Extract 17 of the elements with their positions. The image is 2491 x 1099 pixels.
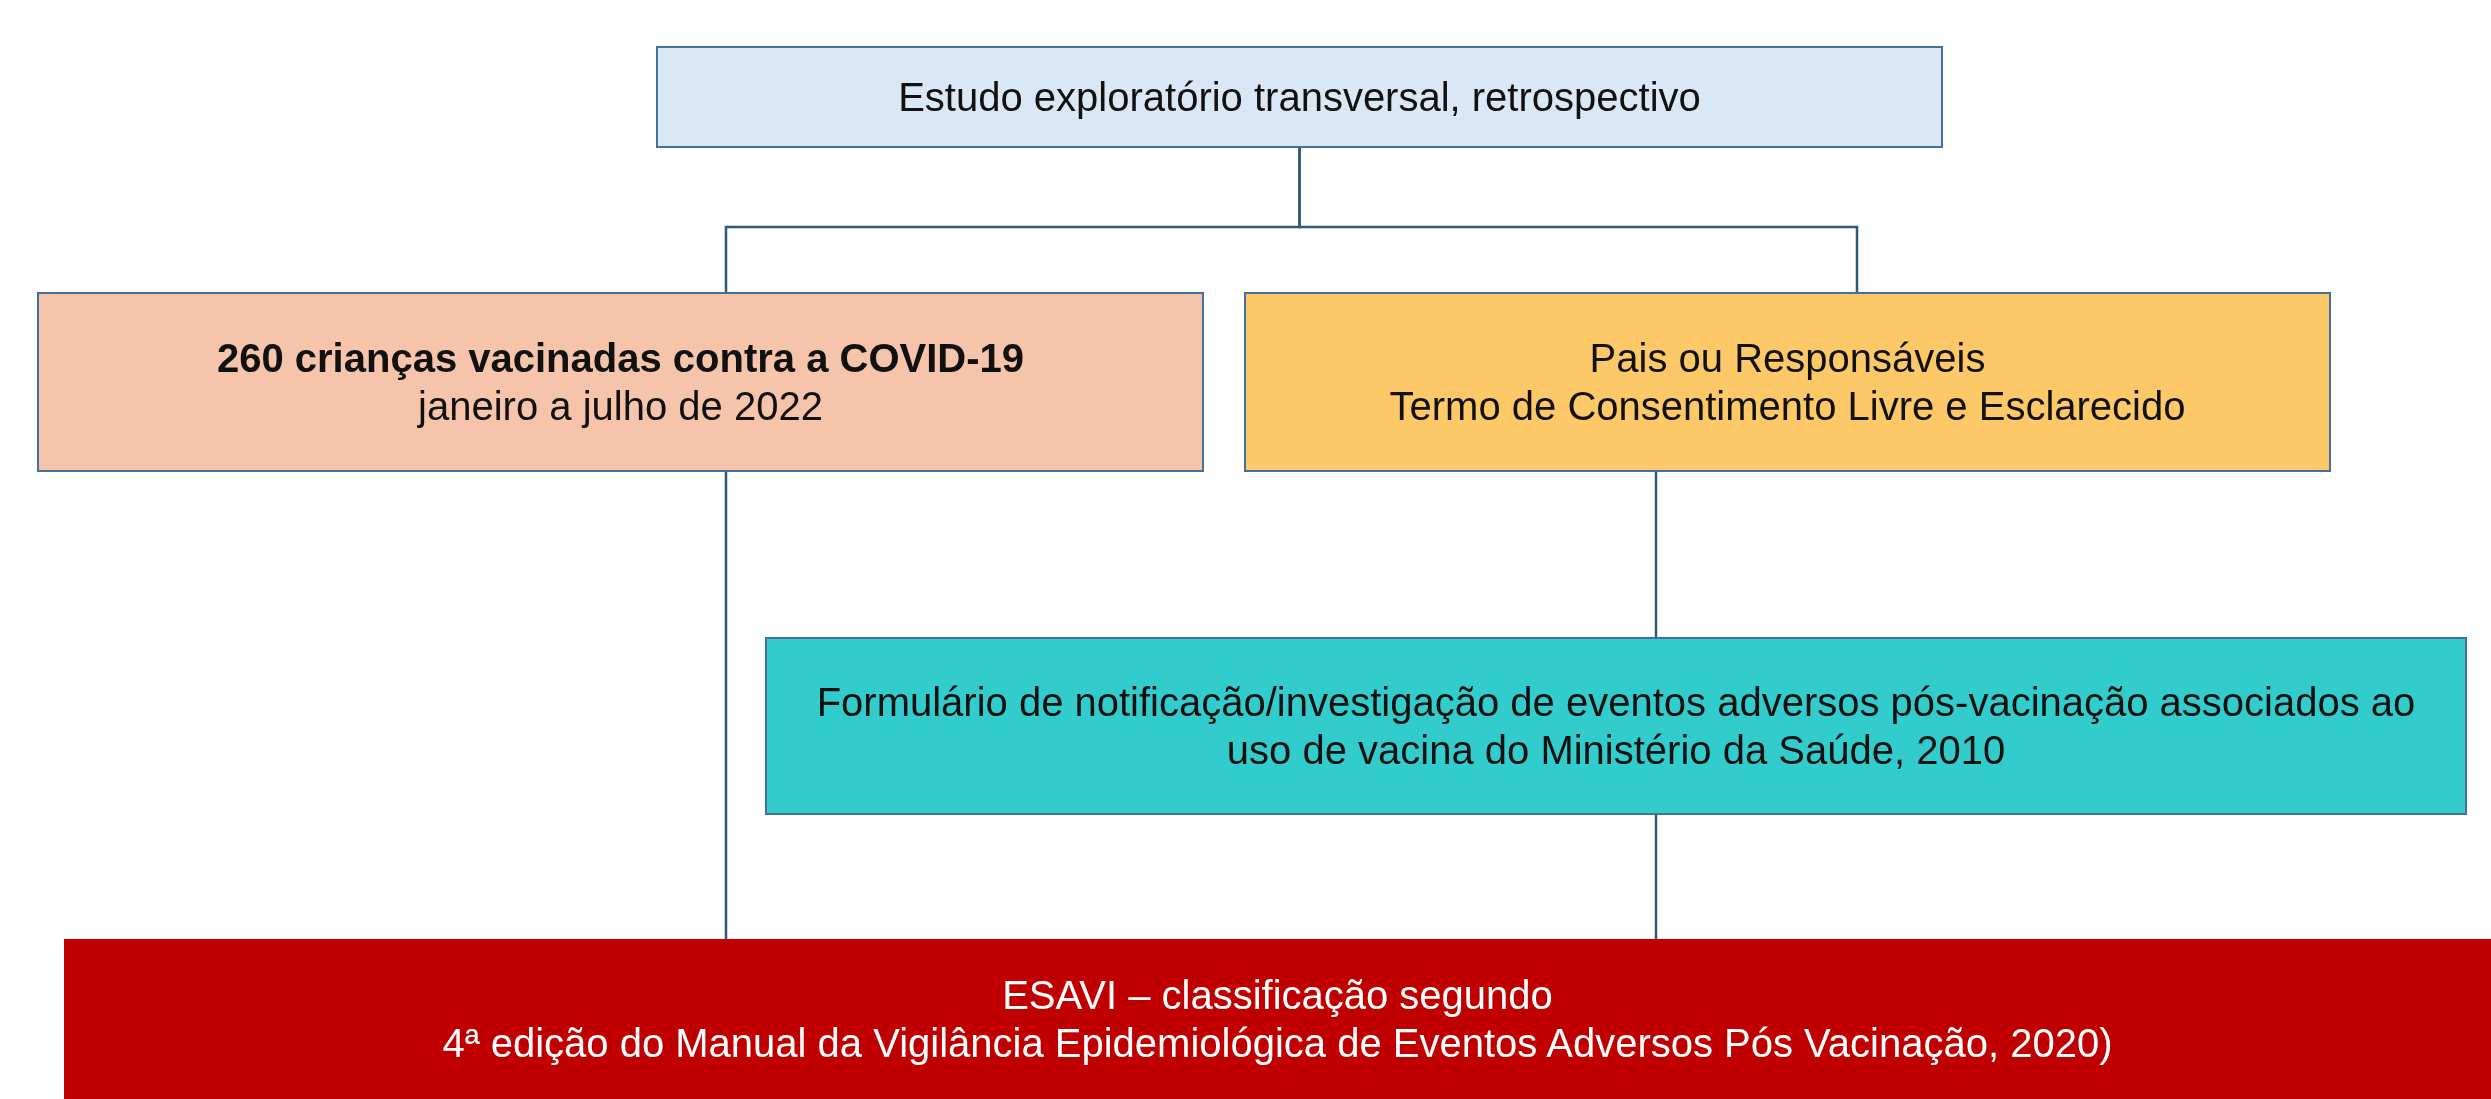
box-text: ESAVI – classificação segundo <box>1002 972 1553 1019</box>
box-text: Formulário de notificação/investigação de eventos adversos pós-vacinação associados ao uso de vacina do Ministério da Saúde, 2010 <box>815 679 2417 774</box>
study-design-box <box>656 46 1943 148</box>
box-text: janeiro a julho de 2022 <box>418 383 823 430</box>
connector-line <box>724 472 728 939</box>
consent-box <box>1244 292 2331 472</box>
connector-line <box>1298 148 1859 292</box>
box-text: 260 crianças vacinadas contra a COVID-19 <box>216 335 1025 382</box>
classification-box <box>64 939 2491 1099</box>
connector-line <box>1654 472 1658 637</box>
connector-line <box>1654 815 1658 939</box>
box-text: Pais ou Responsáveis <box>1589 335 1986 382</box>
form-box <box>765 637 2467 815</box>
box-text: Estudo exploratório transversal, retrospectivo <box>898 74 1701 121</box>
population-box <box>37 292 1204 472</box>
box-text: Termo de Consentimento Livre e Esclarecido <box>1389 383 2186 430</box>
box-text: 4ª edição do Manual da Vigilância Epidemiológica de Eventos Adversos Pós Vacinação, 2020) <box>442 1020 2113 1067</box>
